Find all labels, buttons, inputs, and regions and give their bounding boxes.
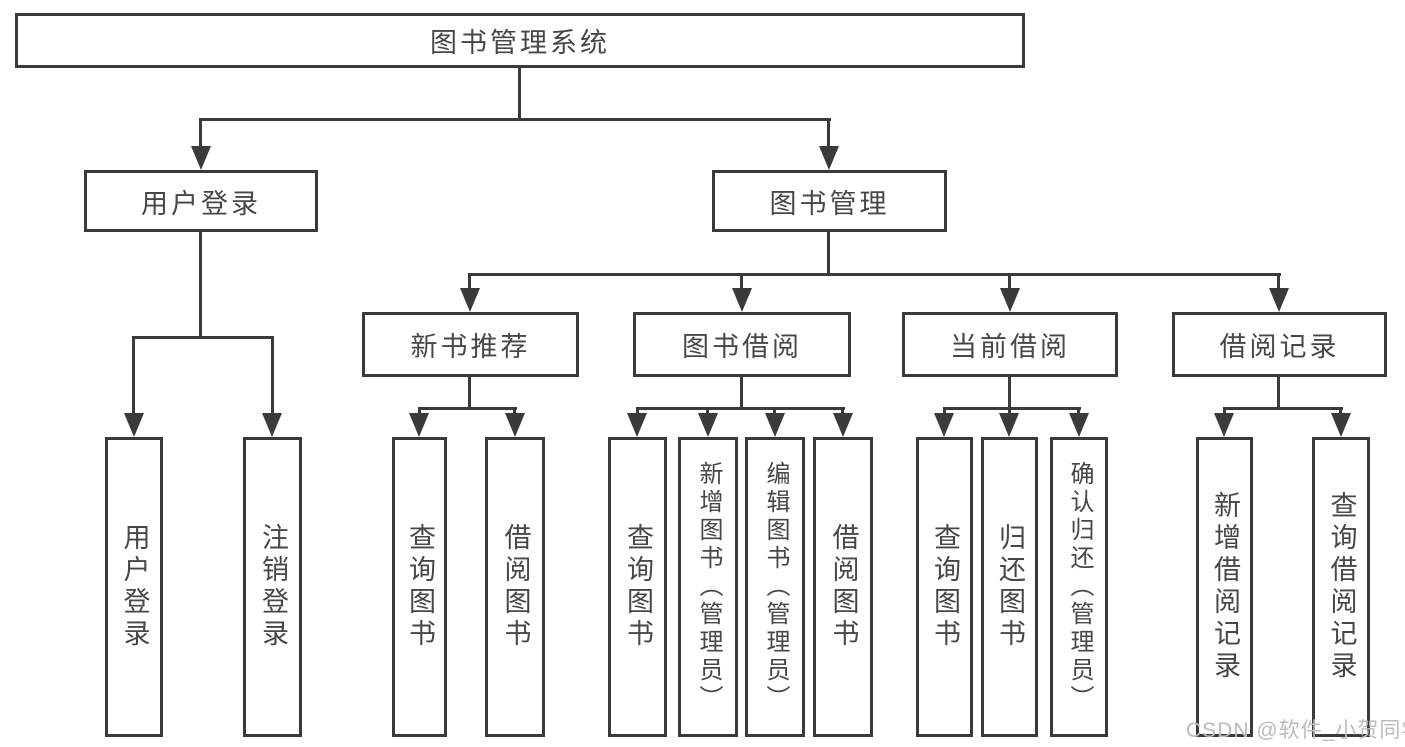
arrowhead-book-mgmt xyxy=(819,146,839,170)
arrowhead-new-books xyxy=(460,288,480,312)
connector-bm-shaft xyxy=(827,232,830,273)
node-ul-login-label: 用户登录 xyxy=(119,523,150,651)
connector-drop-current xyxy=(1008,273,1011,288)
arrowhead-current xyxy=(1000,288,1020,312)
node-records-label: 借阅记录 xyxy=(1219,332,1340,362)
node-cb-confirm: 确认归还（管理员） xyxy=(1050,437,1108,737)
node-nb-borrow-label: 借阅图书 xyxy=(500,523,531,651)
connector-drop-ul-logout xyxy=(271,336,274,413)
arrowhead-bb-edit xyxy=(765,413,785,437)
connector-nb-shaft xyxy=(468,377,471,407)
node-ul-logout: 注销登录 xyxy=(243,437,302,737)
node-cb-query-label: 查询图书 xyxy=(930,523,960,651)
arrowhead-cb-confirm xyxy=(1069,413,1089,437)
arrowhead-records xyxy=(1269,288,1289,312)
node-bb-add-label: 新增图书（管理员） xyxy=(695,461,722,713)
node-root: 图书管理系统 xyxy=(15,13,1025,68)
arrowhead-br-add xyxy=(1214,413,1234,437)
node-br-add: 新增借阅记录 xyxy=(1196,437,1253,737)
connector-drop-ul-login xyxy=(132,336,135,413)
connector-drop-nb-query xyxy=(418,407,421,413)
connector-bm-horizontal xyxy=(468,273,1281,276)
arrowhead-br-query xyxy=(1331,413,1351,437)
connector-br-shaft xyxy=(1277,377,1280,407)
connector-drop-nb-borrow xyxy=(513,407,516,413)
node-cb-return: 归还图书 xyxy=(981,437,1038,737)
node-bb-query: 查询图书 xyxy=(608,437,667,737)
node-borrow: 图书借阅 xyxy=(633,312,851,377)
node-cb-return-label: 归还图书 xyxy=(995,523,1025,651)
node-book-mgmt: 图书管理 xyxy=(712,170,947,232)
connector-drop-br-add xyxy=(1223,407,1226,413)
node-current: 当前借阅 xyxy=(902,312,1118,377)
arrowhead-borrow xyxy=(732,288,752,312)
node-ul-logout-label: 注销登录 xyxy=(258,523,288,651)
connector-drop-borrow xyxy=(740,273,743,288)
arrowhead-cb-query xyxy=(934,413,954,437)
connector-nb-horizontal xyxy=(418,407,517,410)
arrowhead-bb-add xyxy=(698,413,718,437)
connector-drop-cb-query xyxy=(943,407,946,413)
connector-drop-bb-add xyxy=(706,407,709,413)
arrowhead-cb-return xyxy=(999,413,1019,437)
node-cb-query: 查询图书 xyxy=(916,437,973,737)
connector-drop-cb-return xyxy=(1008,407,1011,413)
connector-drop-cb-confirm xyxy=(1077,407,1080,413)
node-nb-query-label: 查询图书 xyxy=(405,523,435,651)
node-bb-borrow-label: 借阅图书 xyxy=(828,523,859,651)
node-current-label: 当前借阅 xyxy=(950,332,1070,362)
connector-drop-new-books xyxy=(468,273,471,288)
node-new-books: 新书推荐 xyxy=(362,312,579,377)
connector-drop-book-mgmt xyxy=(827,118,830,146)
node-nb-query: 查询图书 xyxy=(392,437,447,737)
node-br-query: 查询借阅记录 xyxy=(1312,437,1370,737)
connector-bb-horizontal xyxy=(636,407,845,410)
connector-br-horizontal xyxy=(1223,407,1343,410)
connector-cb-horizontal xyxy=(943,407,1081,410)
connector-root-shaft xyxy=(518,68,521,118)
node-new-books-label: 新书推荐 xyxy=(410,332,531,362)
connector-drop-records xyxy=(1277,273,1280,288)
connector-drop-bb-query xyxy=(636,407,639,413)
arrowhead-ul-login xyxy=(124,413,144,437)
connector-root-horizontal xyxy=(199,118,831,121)
arrowhead-nb-borrow xyxy=(505,413,525,437)
arrowhead-nb-query xyxy=(409,413,429,437)
arrowhead-user-login xyxy=(191,146,211,170)
csdn-watermark: CSDN @软件_小贺同学 xyxy=(1186,719,1405,742)
node-bb-query-label: 查询图书 xyxy=(623,523,653,651)
connector-drop-bb-edit xyxy=(773,407,776,413)
node-user-login-label: 用户登录 xyxy=(141,188,261,219)
node-root-label: 图书管理系统 xyxy=(430,28,610,58)
node-cb-confirm-label: 确认归还（管理员） xyxy=(1066,461,1093,713)
arrowhead-ul-logout xyxy=(262,413,282,437)
node-bb-edit-label: 编辑图书（管理员） xyxy=(762,461,789,713)
connector-ul-shaft xyxy=(199,232,202,336)
node-bb-edit: 编辑图书（管理员） xyxy=(745,437,805,737)
node-br-query-label: 查询借阅记录 xyxy=(1326,491,1357,683)
node-nb-borrow: 借阅图书 xyxy=(485,437,545,737)
connector-drop-bb-borrow xyxy=(841,407,844,413)
connector-bb-shaft xyxy=(740,377,743,407)
node-book-mgmt-label: 图书管理 xyxy=(769,188,890,219)
node-ul-login: 用户登录 xyxy=(105,437,163,737)
connector-drop-user-login xyxy=(199,118,202,146)
node-borrow-label: 图书借阅 xyxy=(682,332,802,362)
node-bb-add: 新增图书（管理员） xyxy=(678,437,738,737)
connector-ul-horizontal xyxy=(132,336,274,339)
connector-cb-shaft xyxy=(1008,377,1011,407)
node-user-login: 用户登录 xyxy=(84,170,318,232)
connector-drop-br-query xyxy=(1339,407,1342,413)
node-records: 借阅记录 xyxy=(1172,312,1387,377)
arrowhead-bb-query xyxy=(627,413,647,437)
arrowhead-bb-borrow xyxy=(833,413,853,437)
node-bb-borrow: 借阅图书 xyxy=(813,437,873,737)
node-br-add-label: 新增借阅记录 xyxy=(1210,491,1240,683)
